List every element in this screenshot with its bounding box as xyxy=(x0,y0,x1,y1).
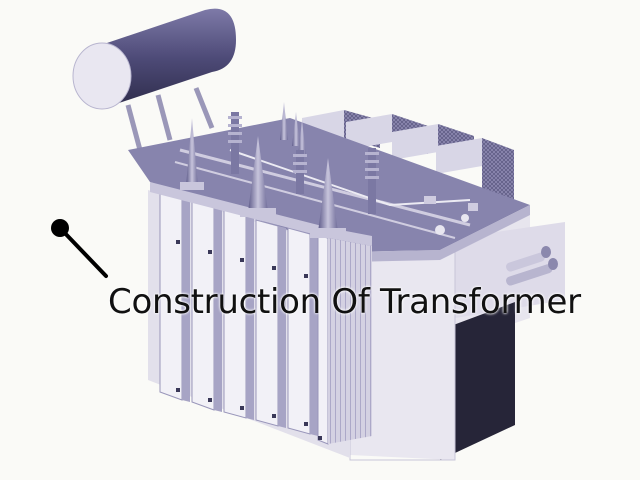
pointer-pin-icon xyxy=(51,219,108,278)
pipes xyxy=(506,246,558,286)
ribbed-bushings xyxy=(228,112,379,214)
bushings xyxy=(180,102,379,238)
caption-label: Construction Of Transformer xyxy=(108,282,581,322)
cooling-fans xyxy=(302,110,514,200)
conservator-tank xyxy=(72,8,236,151)
